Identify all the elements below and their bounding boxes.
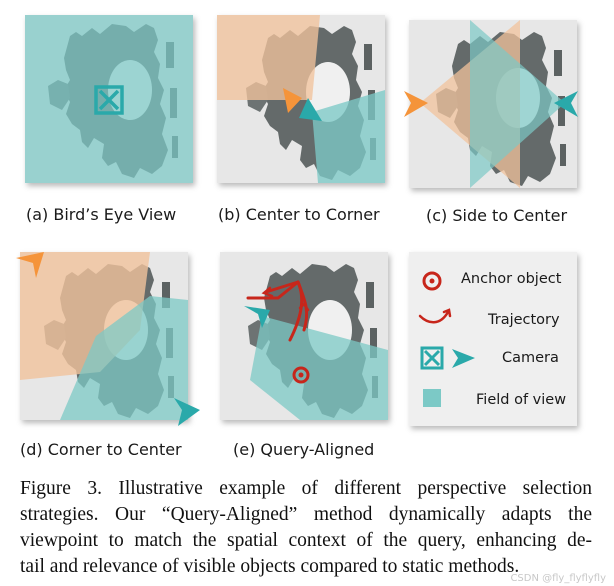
trajectory-arrows — [246, 280, 310, 342]
panel-center-to-corner — [217, 15, 385, 183]
panel-side-to-center — [404, 20, 578, 188]
panel-query-aligned — [220, 252, 388, 420]
panel-label-side-to-center: (c) Side to Center — [426, 206, 568, 225]
figure-caption: Figure 3. Illustrative example of differ… — [20, 476, 592, 580]
camera-right-icon — [554, 91, 578, 117]
panel-label-query-aligned: (e) Query-Aligned — [233, 440, 375, 459]
anchor-object-icon — [292, 366, 310, 384]
legend — [409, 252, 577, 426]
camera-corner-orange-icon — [16, 252, 44, 278]
legend-label-anchor: Anchor object — [461, 271, 562, 287]
caption-line: tail and relevance of visible objects co… — [20, 556, 520, 577]
panel-label-center-to-corner: (b) Center to Corner — [218, 205, 380, 224]
camera-corner-teal-icon — [174, 398, 200, 426]
camera-left-icon — [404, 91, 428, 117]
panel-label-corner-to-center: (d) Corner to Center — [20, 440, 182, 459]
legend-camera-topdown-icon — [420, 346, 444, 370]
legend-label-camera: Camera — [502, 350, 559, 366]
legend-fov-swatch — [423, 389, 441, 407]
legend-trajectory-icon — [418, 308, 452, 324]
panel-birds-eye-view — [25, 15, 193, 183]
legend-label-fov: Field of view — [476, 392, 567, 408]
camera-teal-icon — [299, 98, 322, 121]
camera-query-icon — [244, 306, 270, 328]
camera-orange-icon — [283, 88, 302, 113]
panel-corner-to-center — [16, 252, 200, 426]
legend-camera-side-icon — [452, 349, 475, 368]
legend-label-trajectory: Trajectory — [488, 312, 560, 328]
caption-line: strategies. Our “Query-Aligned” method d… — [20, 504, 592, 525]
panel-label-birds-eye: (a) Bird’s Eye View — [26, 205, 177, 224]
caption-line: Figure 3. Illustrative example of differ… — [20, 478, 592, 499]
camera-topdown-icon — [94, 85, 124, 115]
caption-line: viewpoint to match the spatial context o… — [20, 530, 592, 551]
watermark: CSDN @fly_flyflyfly — [510, 573, 606, 584]
legend-anchor-icon — [422, 271, 442, 291]
figure-illustration — [16, 15, 578, 426]
